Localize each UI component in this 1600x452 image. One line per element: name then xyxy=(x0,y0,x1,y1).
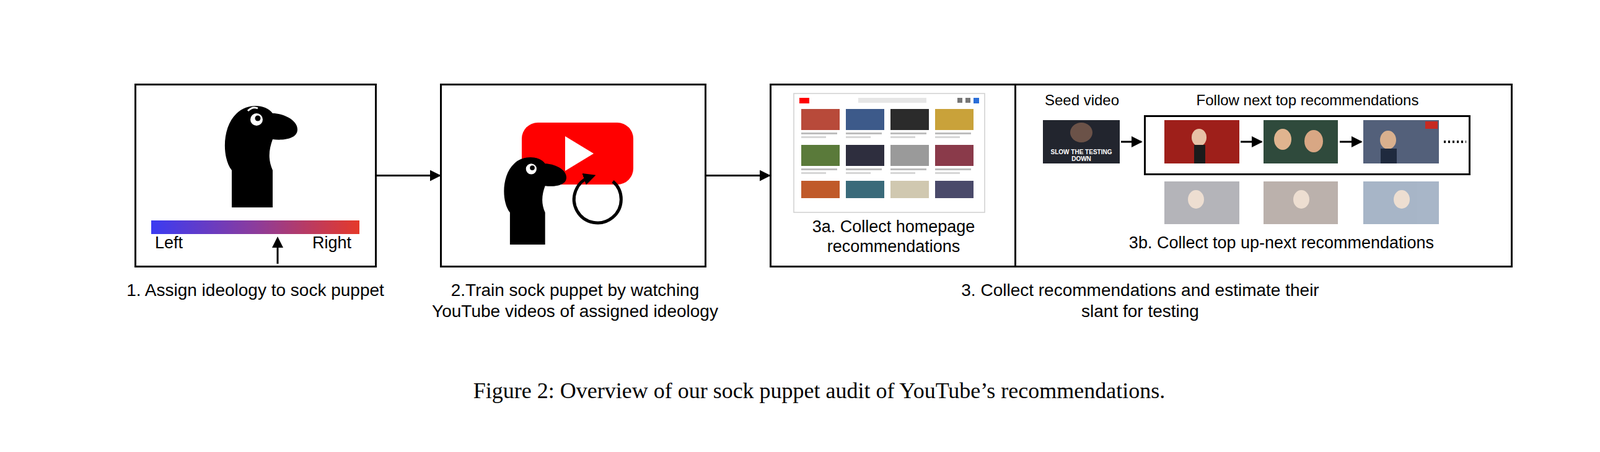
thumbnail xyxy=(935,109,974,131)
pointer-head xyxy=(272,236,284,248)
title-line xyxy=(890,132,927,135)
step-label: Right xyxy=(312,232,352,253)
step-label: Left xyxy=(154,232,183,253)
thumbnail xyxy=(890,109,929,131)
logo-mark xyxy=(799,97,810,104)
meta-line xyxy=(890,136,916,139)
replay-arrow xyxy=(573,177,621,224)
sock-puppet xyxy=(503,157,567,245)
step-label: 3. Collect recommendations and estimate … xyxy=(948,280,1333,322)
title-line xyxy=(845,168,882,171)
search-bar xyxy=(858,97,927,103)
sock-puppet xyxy=(224,105,298,208)
thumbnail xyxy=(801,109,840,131)
thumbnail xyxy=(890,180,929,199)
sub-panel: 3a. Collect homepage recommendations xyxy=(769,83,1017,268)
homepage-screenshot xyxy=(793,93,985,213)
title-line xyxy=(935,168,972,171)
title-line xyxy=(801,132,838,135)
step-box: LeftRight1. Assign ideology to sock pupp… xyxy=(134,83,377,268)
flow-arrow xyxy=(706,174,770,177)
step-label: 3a. Collect homepage recommendations xyxy=(791,216,996,258)
step-label: 1. Assign ideology to sock puppet xyxy=(122,280,389,302)
continuation-dots xyxy=(1443,140,1467,144)
meta-line xyxy=(845,136,871,139)
thumbnail xyxy=(890,145,929,167)
pointer-arrow xyxy=(276,245,279,264)
thumbnail-text: SLOW THE TESTING DOWN xyxy=(1045,148,1118,163)
flow-arrow xyxy=(1339,141,1362,144)
title-line xyxy=(845,132,882,135)
meta-line xyxy=(935,172,960,175)
icon xyxy=(965,97,971,103)
step-label: 2.Train sock puppet by watching YouTube … xyxy=(429,280,721,322)
meta-line xyxy=(845,172,871,175)
thumbnail xyxy=(845,109,885,131)
video-thumbnails xyxy=(1042,120,1439,225)
play-icon xyxy=(565,136,594,172)
flow-arrow xyxy=(376,174,440,177)
step-label: Follow next top recommendations xyxy=(1146,91,1469,110)
ideology-bar xyxy=(151,220,360,235)
thumbnail xyxy=(935,145,974,167)
meta-line xyxy=(890,172,916,175)
title-line xyxy=(801,168,838,171)
sequence-box: Follow next top recommendations xyxy=(1143,115,1471,176)
icon xyxy=(957,97,963,103)
step-label: 3b. Collect top up-next recommendations xyxy=(1089,232,1474,253)
thumbnail xyxy=(801,145,840,167)
thumbnail xyxy=(935,180,974,199)
flow-arrow xyxy=(1120,141,1142,144)
icon xyxy=(973,97,980,104)
title-line xyxy=(890,168,927,171)
sub-panel: Seed video 3b. Collect top up-next recomm… xyxy=(1016,83,1513,268)
figure-caption: Figure 2: Overview of our sock puppet au… xyxy=(137,378,1501,405)
thumbnail xyxy=(801,180,840,199)
thumbnail xyxy=(845,145,885,167)
flow-arrow xyxy=(1240,141,1262,144)
meta-line xyxy=(801,172,827,175)
title-line xyxy=(935,132,972,135)
meta-line xyxy=(935,136,960,139)
step-box: 3. Collect recommendations and estimate … xyxy=(769,83,1513,268)
step-label: Seed video xyxy=(1019,91,1144,110)
step-box: 2.Train sock puppet by watching YouTube … xyxy=(439,83,707,268)
meta-line xyxy=(801,136,827,139)
thumbnail xyxy=(845,180,885,199)
